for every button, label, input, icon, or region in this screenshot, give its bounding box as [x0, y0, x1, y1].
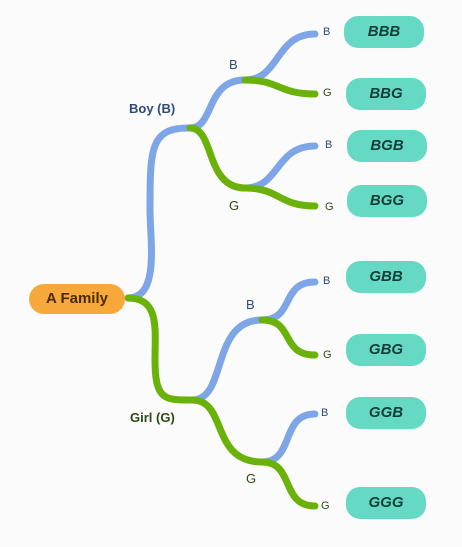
branch-bg-b — [241, 142, 319, 192]
boy-girl-label: G — [229, 198, 240, 213]
bb-b-label: B — [323, 26, 331, 38]
bg-b-label: B — [325, 139, 333, 151]
branch-root-boy — [124, 124, 192, 302]
leaf-ggb: GGB — [346, 397, 426, 429]
leaf-bbb: BBB — [344, 16, 424, 48]
girl-label: Girl (G) — [130, 410, 175, 425]
branch-gb-g — [258, 316, 319, 359]
branch-bb-g — [241, 76, 319, 98]
branch-bb-b — [241, 30, 319, 84]
bg-g-label: G — [325, 201, 334, 213]
branch-gg-b — [258, 410, 319, 466]
branch-bg-g — [241, 184, 319, 210]
leaf-ggg: GGG — [346, 487, 426, 519]
leaf-gbb: GBB — [346, 261, 426, 293]
leaf-bgg: BGG — [347, 185, 427, 217]
branch-girl-g — [188, 396, 266, 466]
branch-boy-b — [186, 76, 249, 132]
branch-boy-g — [186, 124, 249, 192]
leaf-bgb: BGB — [347, 130, 427, 162]
gb-b-label: B — [323, 275, 331, 287]
boy-boy-label: B — [229, 57, 238, 72]
gg-b-label: B — [321, 407, 329, 419]
root-node: A Family — [29, 284, 125, 314]
boy-label: Boy (B) — [129, 101, 176, 116]
girl-girl-label: G — [246, 471, 257, 486]
leaf-gbg: GBG — [346, 334, 426, 366]
girl-boy-label: B — [246, 297, 255, 312]
leaf-bbg: BBG — [346, 78, 426, 110]
gg-g-label: G — [321, 500, 330, 512]
branch-gg-g — [258, 458, 319, 510]
bb-g-label: G — [323, 87, 332, 99]
gb-g-label: G — [323, 349, 332, 361]
branch-root-girl — [124, 294, 194, 404]
branch-gb-b — [258, 278, 319, 324]
branch-girl-b — [188, 316, 266, 404]
